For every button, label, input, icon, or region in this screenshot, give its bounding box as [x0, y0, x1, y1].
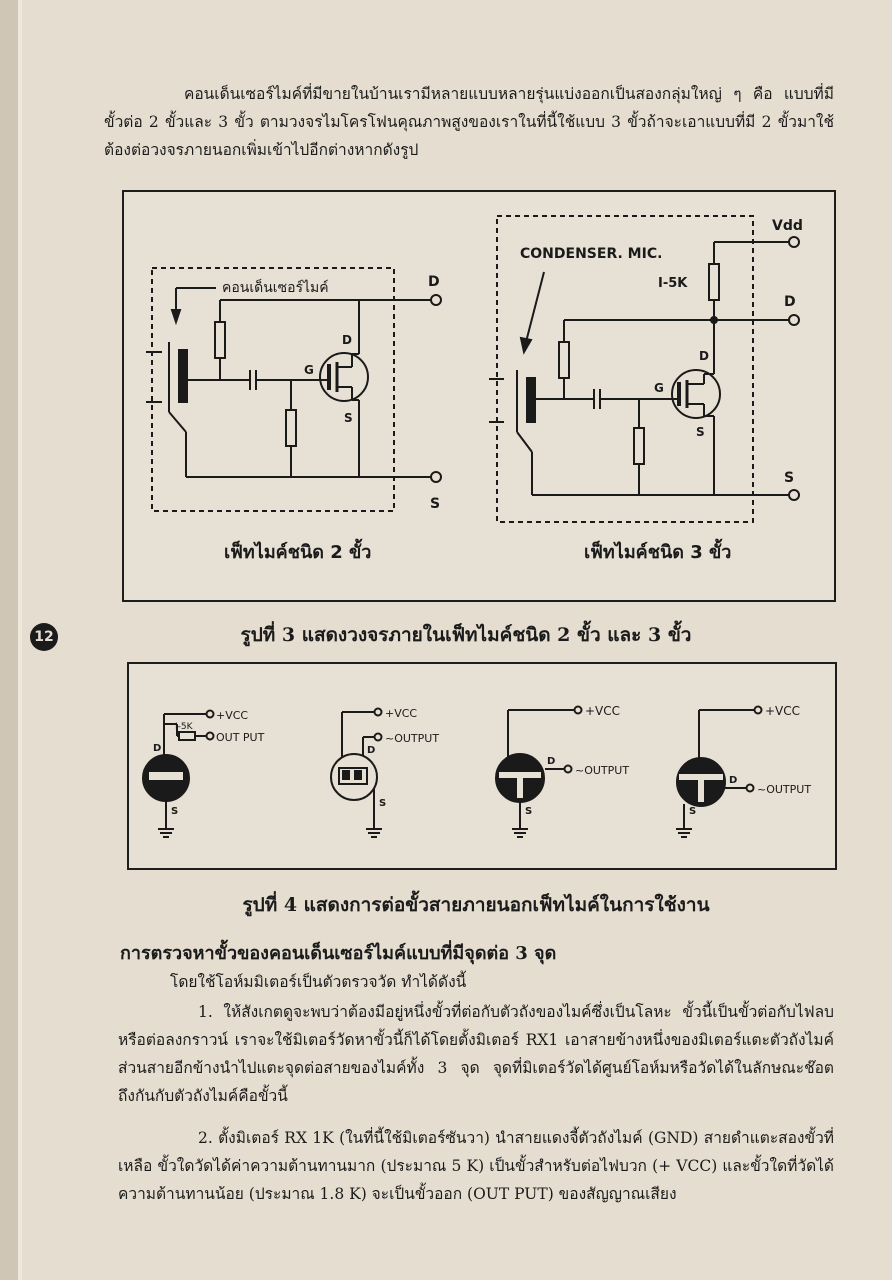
step-1-paragraph: 1. ให้สังเกตดูจะพบว่าต้องมีอยู่หนึ่งขั้ว…: [118, 1003, 834, 1105]
m2-s: S: [379, 798, 386, 809]
m3-vcc: +VCC: [585, 704, 620, 718]
figure-4-diagram: +VCC I-5K OUT PUT D S +VCC ~OUTPUT D S +…: [142, 704, 811, 838]
right-terminal-vdd: Vdd: [772, 218, 803, 234]
m2-vcc: +VCC: [385, 707, 417, 720]
m4-vcc: +VCC: [765, 704, 800, 718]
section-heading: การตรวจหาขั้วของคอนเด็นเซอร์ไมค์แบบที่มี…: [120, 943, 557, 964]
right-fet-g: G: [654, 381, 664, 395]
m1-vcc: +VCC: [216, 709, 248, 722]
right-mic-label: CONDENSER. MIC.: [520, 246, 662, 262]
m1-s: S: [171, 806, 178, 817]
left-terminal-s: S: [430, 496, 440, 512]
right-subcaption: เฟ็ทไมค์ชนิด 3 ขั้ว: [584, 538, 731, 563]
figure-4-box: +VCC I-5K OUT PUT D S +VCC ~OUTPUT D S +…: [127, 662, 837, 870]
m2-out: ~OUTPUT: [385, 732, 439, 745]
figure-4-caption: รูปที่ 4 แสดงการต่อขั้วสายภายนอกเฟ็ทไมค์…: [242, 894, 710, 916]
m4-d: D: [729, 775, 737, 786]
m4-out: ~OUTPUT: [757, 783, 811, 796]
left-subcaption: เฟ็ทไมค์ชนิด 2 ขั้ว: [224, 538, 371, 563]
intro-paragraph: คอนเด็นเซอร์ไมค์ที่มีขายในบ้านเรามีหลายแ…: [104, 85, 834, 159]
figure-3-box: คอนเด็นเซอร์ไมค์ D S D G S CONDENSER. MI…: [122, 190, 836, 602]
page-gutter: [0, 0, 18, 1280]
m1-d: D: [153, 743, 161, 754]
right-fet-s: S: [696, 425, 705, 439]
m2-d: D: [367, 745, 375, 756]
m3-out: ~OUTPUT: [575, 764, 629, 777]
right-resistor-label: I-5K: [658, 276, 688, 291]
left-fet-g: G: [304, 363, 314, 377]
m1-out: OUT PUT: [216, 731, 265, 744]
section-intro: โดยใช้โอห์มมิเตอร์เป็นตัวตรวจวัด ทำได้ดั…: [170, 973, 467, 991]
figure-3-caption: รูปที่ 3 แสดงวงจรภายในเฟ็ทไมค์ชนิด 2 ขั้…: [240, 624, 692, 646]
right-fet-d: D: [699, 349, 709, 363]
left-mic-label: คอนเด็นเซอร์ไมค์: [222, 278, 329, 296]
step-2-paragraph: 2. ตั้งมิเตอร์ RX 1K (ในที่นี้ใช้มิเตอร์…: [118, 1129, 834, 1203]
m1-res: I-5K: [175, 722, 194, 732]
m4-s: S: [689, 806, 696, 817]
right-terminal-d: D: [784, 294, 796, 310]
left-fet-s: S: [344, 411, 353, 425]
page-number: 12: [30, 623, 58, 651]
m3-d: D: [547, 756, 555, 767]
left-fet-d: D: [342, 333, 352, 347]
page-gutter-highlight: [18, 0, 22, 1280]
figure-3-diagram: คอนเด็นเซอร์ไมค์ D S D G S CONDENSER. MI…: [146, 215, 803, 563]
m3-s: S: [525, 806, 532, 817]
right-terminal-s: S: [784, 470, 794, 486]
left-terminal-d: D: [428, 274, 440, 290]
